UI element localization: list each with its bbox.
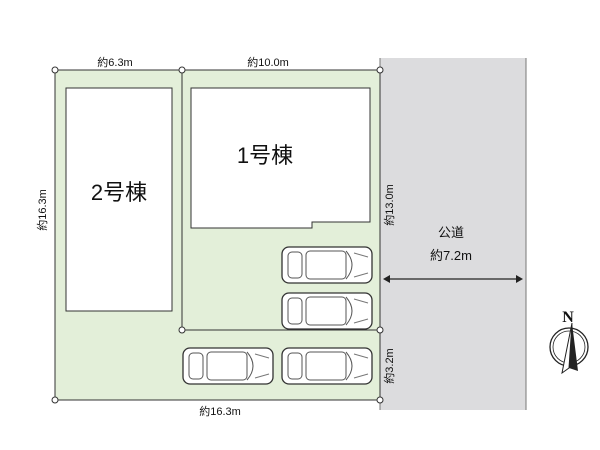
- boundary-marker: [51, 66, 59, 74]
- dimension-top-right: 約10.0m: [247, 55, 289, 69]
- compass-north-label: N: [562, 309, 574, 326]
- boundary-marker: [376, 396, 384, 404]
- boundary-marker: [51, 396, 59, 404]
- road-width-arrow: [383, 275, 523, 283]
- building-1: [190, 87, 371, 229]
- building-2: [65, 87, 173, 312]
- dimension-left: 約16.3m: [35, 189, 49, 231]
- dimension-top-left: 約6.3m: [97, 55, 132, 69]
- car-icon: [281, 246, 373, 284]
- north-compass-icon: N: [549, 309, 589, 375]
- building-2-label: 2号棟: [91, 180, 147, 205]
- road: [380, 58, 526, 410]
- road-width-label: 約7.2m: [430, 248, 472, 263]
- boundary-marker: [376, 326, 384, 334]
- car-icon: [281, 292, 373, 330]
- boundary-marker: [376, 66, 384, 74]
- dimension-bottom: 約16.3m: [199, 404, 241, 418]
- dimension-right-lower: 約3.2m: [382, 348, 396, 383]
- road-label: 公道: [438, 225, 464, 240]
- dimension-right-upper: 約13.0m: [382, 184, 396, 226]
- car-icon: [281, 347, 373, 385]
- car-icon: [182, 347, 274, 385]
- building-1-label: 1号棟: [237, 143, 293, 168]
- boundary-marker: [178, 66, 186, 74]
- boundary-marker: [178, 326, 186, 334]
